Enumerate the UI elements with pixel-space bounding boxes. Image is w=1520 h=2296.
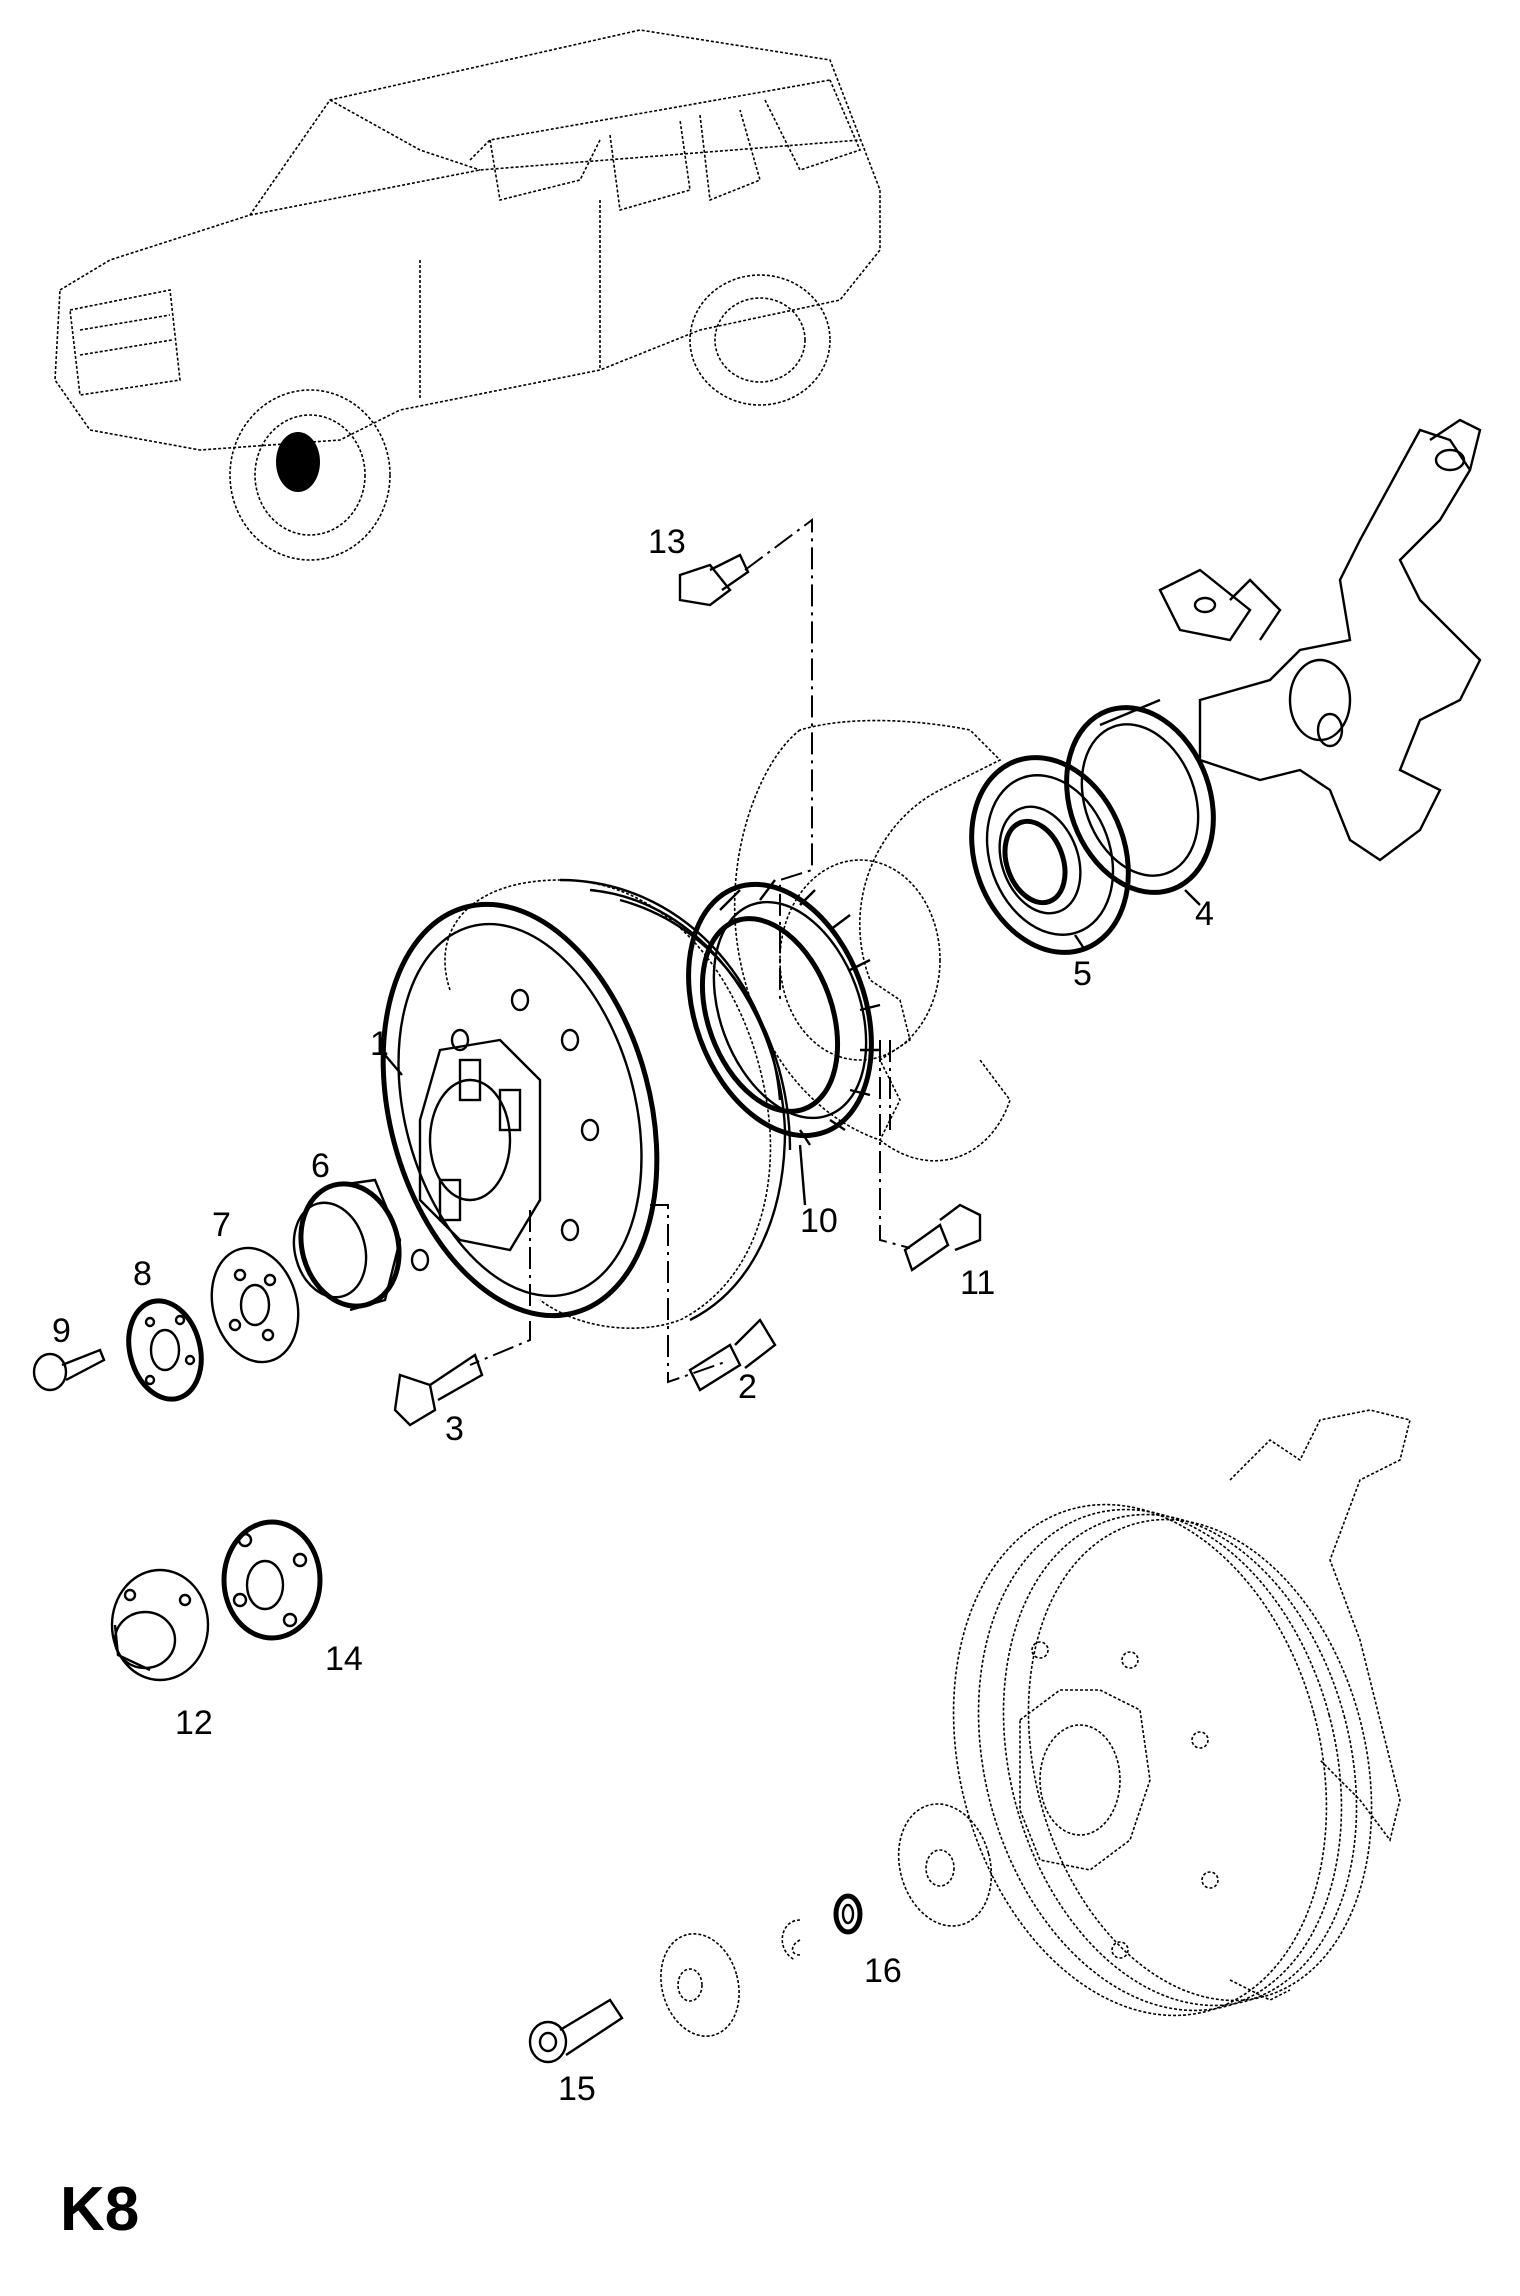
label-leader-ticks bbox=[384, 889, 1201, 1206]
locking-hub-cap bbox=[110, 1568, 210, 1682]
callout-7: 7 bbox=[212, 1206, 231, 1244]
callout-15: 15 bbox=[558, 2070, 596, 2108]
hub-cap-flange bbox=[221, 1519, 323, 1641]
callout-1: 1 bbox=[370, 1025, 389, 1063]
callout-11: 11 bbox=[960, 1264, 995, 1302]
retaining-screw bbox=[32, 1348, 106, 1392]
vehicle-illustration bbox=[54, 29, 881, 561]
shield-bolt bbox=[678, 553, 750, 607]
callout-8: 8 bbox=[133, 1255, 152, 1293]
bottom-flange bbox=[897, 1803, 993, 1927]
sheet-code: K8 bbox=[60, 2175, 139, 2244]
callout-4: 4 bbox=[1195, 895, 1214, 933]
callout-6: 6 bbox=[311, 1147, 330, 1185]
bottom-cap bbox=[660, 1933, 740, 2037]
brake-disc-hub bbox=[380, 878, 792, 1329]
abs-tone-ring bbox=[686, 879, 881, 1146]
hub-bearing-inner bbox=[292, 1178, 402, 1312]
washer bbox=[833, 1893, 863, 1935]
steering-knuckle bbox=[1158, 418, 1482, 862]
brake-backing-plate bbox=[733, 719, 1011, 1162]
callout-5: 5 bbox=[1073, 955, 1092, 993]
callout-2: 2 bbox=[738, 1368, 757, 1406]
circlip bbox=[781, 1919, 801, 1961]
bottom-bolt bbox=[528, 1998, 624, 2064]
wheel-stud bbox=[688, 1318, 777, 1392]
callout-9: 9 bbox=[52, 1312, 71, 1350]
callout-13: 13 bbox=[648, 523, 686, 561]
lock-plate bbox=[126, 1298, 204, 1402]
sensor-bolt bbox=[903, 1203, 982, 1272]
highlighted-wheel-hub-icon bbox=[276, 432, 320, 492]
callout-16: 16 bbox=[864, 1952, 902, 1990]
drive-flange bbox=[210, 1246, 300, 1364]
callout-14: 14 bbox=[325, 1640, 363, 1678]
assembled-hub-view bbox=[952, 1409, 1411, 2017]
hub-bolt bbox=[393, 1353, 484, 1427]
callout-3: 3 bbox=[445, 1410, 464, 1448]
assembly-leader-lines bbox=[469, 518, 911, 1384]
callout-12: 12 bbox=[175, 1704, 213, 1742]
callout-10: 10 bbox=[800, 1202, 838, 1240]
outer-bearing-race bbox=[1064, 698, 1216, 895]
